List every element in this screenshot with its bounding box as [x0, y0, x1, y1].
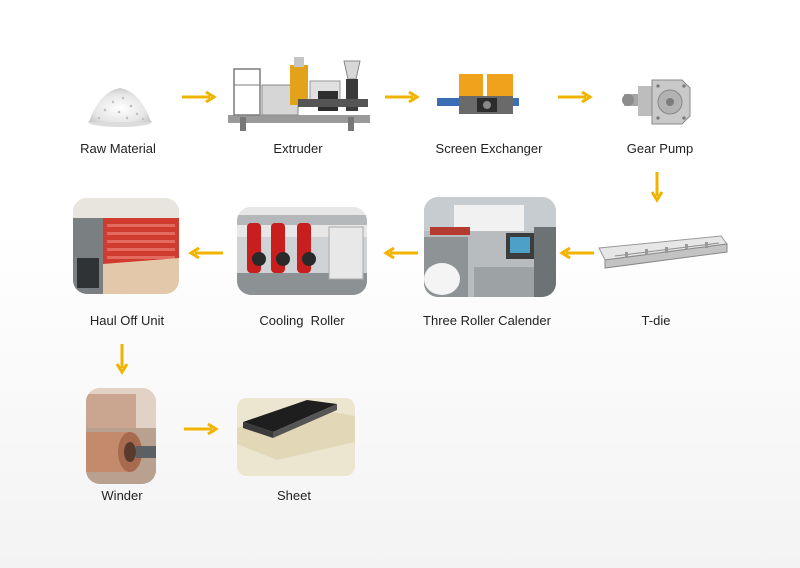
- screen-exchanger-image: [437, 74, 519, 114]
- step-label-gear-pump: Gear Pump: [626, 141, 694, 156]
- winder-image: [86, 388, 156, 484]
- arrow-raw-to-extruder: [182, 90, 217, 104]
- step-label-t-die: T-die: [641, 313, 671, 328]
- arrow-cooling-to-hauloff: [188, 246, 223, 260]
- arrow-extruder-to-screen: [385, 90, 420, 104]
- haul-off-unit-image: [73, 198, 179, 294]
- arrow-winder-to-sheet: [184, 422, 219, 436]
- step-label-cooling-roller: Cooling Roller: [259, 313, 345, 328]
- extruder-image: [228, 57, 370, 131]
- step-label-extruder: Extruder: [273, 141, 323, 156]
- step-label-screen-exchanger: Screen Exchanger: [435, 141, 543, 156]
- arrow-hauloff-to-winder: [115, 344, 129, 375]
- arrow-gearpump-to-tdie: [650, 172, 664, 203]
- arrow-calender-to-cooling: [383, 246, 418, 260]
- raw-material-image: [88, 88, 152, 127]
- step-label-winder: Winder: [101, 488, 143, 503]
- step-label-haul-off-unit: Haul Off Unit: [89, 313, 165, 328]
- sheet-image: [237, 398, 355, 476]
- three-roller-calender-image: [424, 197, 556, 297]
- step-label-sheet: Sheet: [277, 488, 311, 503]
- arrow-screen-to-gearpump: [558, 90, 593, 104]
- step-label-three-roller-calender: Three Roller Calender: [423, 313, 551, 328]
- gear-pump-image: [622, 79, 691, 125]
- cooling-roller-image: [237, 207, 367, 295]
- arrow-tdie-to-calender: [559, 246, 594, 260]
- step-label-raw-material: Raw Material: [80, 141, 156, 156]
- t-die-image: [598, 235, 728, 269]
